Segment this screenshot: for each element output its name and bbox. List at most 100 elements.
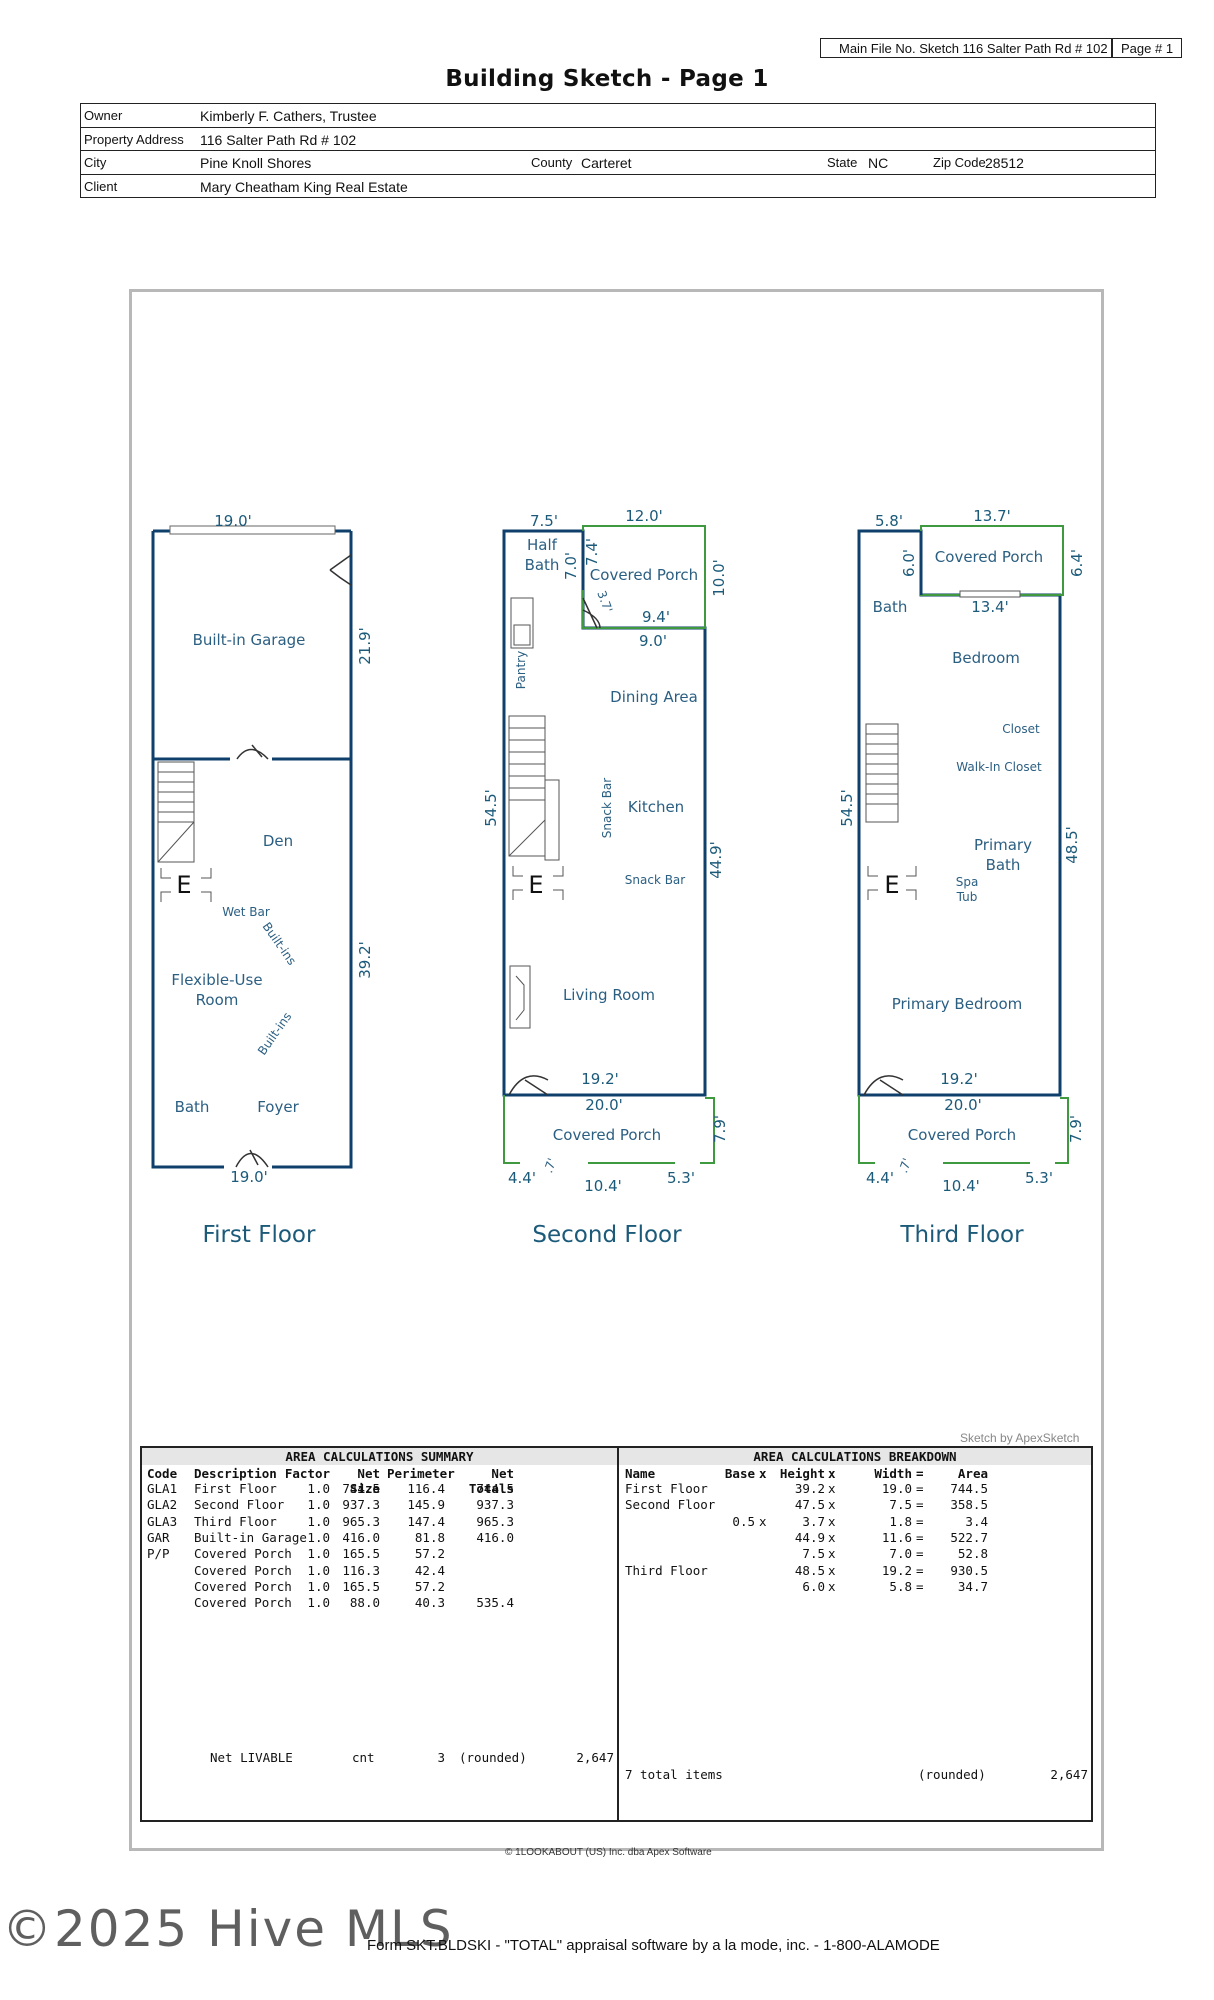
room-primary-bath-line2: Bath: [986, 856, 1021, 874]
third-dim-13-7: 13.7': [973, 507, 1011, 525]
snack-bar-label-1: Snack Bar: [600, 778, 614, 839]
summary-cell: 145.9: [407, 1497, 445, 1513]
second-floor-title: Second Floor: [532, 1222, 682, 1248]
breakdown-cell: Third Floor: [625, 1562, 708, 1578]
summary-cell: P/P: [147, 1546, 170, 1562]
hive-mls-watermark: ©2025 Hive MLS: [2, 1900, 454, 1958]
second-dim-19-2: 19.2': [581, 1070, 619, 1088]
main-file-number: Main File No. Sketch 116 Salter Path Rd …: [820, 38, 1112, 58]
second-dim-5-3: 5.3': [667, 1169, 695, 1187]
third-floor-plan: 5.8' 13.7' 6.0' 6.4' 13.4' 54.5' 48.5' 1…: [838, 507, 1086, 1248]
county-label: County: [531, 155, 573, 170]
third-dim-4-4: 4.4': [866, 1169, 894, 1187]
breakdown-cell: 3.4: [965, 1513, 988, 1529]
elevator-label-2: E: [528, 871, 543, 899]
room-bath-3: Bath: [873, 598, 908, 616]
third-dim-0-7: .7': [896, 1156, 914, 1175]
sketch-by-credit: Sketch by ApexSketch: [960, 1431, 1080, 1445]
room-bedroom: Bedroom: [952, 649, 1020, 667]
third-dim-54-5: 54.5': [838, 789, 856, 827]
owner-row: Owner Kimberly F. Cathers, Trustee: [81, 104, 1155, 128]
summary-cell: 1.0: [307, 1546, 330, 1562]
room-covered-porch-upper-3: Covered Porch: [935, 548, 1043, 566]
breakdown-cell: 44.9: [794, 1529, 825, 1545]
summary-cell: 147.4: [407, 1513, 445, 1529]
net-cnt-label: cnt: [352, 1750, 375, 1765]
summary-cell: Built-in Garage: [194, 1529, 307, 1545]
summary-cell: 965.3: [476, 1513, 514, 1529]
breakdown-cell: 5.8: [889, 1578, 912, 1594]
breakdown-cell: 7.0: [889, 1546, 912, 1562]
breakdown-cell: =: [916, 1562, 924, 1578]
first-dim-top: 19.0': [214, 512, 252, 530]
breakdown-cell: First Floor: [625, 1481, 708, 1496]
summary-cell: 1.0: [307, 1562, 330, 1578]
summary-cell: 744.5: [476, 1481, 514, 1496]
room-covered-porch-upper: Covered Porch: [590, 566, 698, 584]
owner-value: Kimberly F. Cathers, Trustee: [200, 108, 377, 124]
second-dim-12-0: 12.0': [625, 507, 663, 525]
summary-cell: 1.0: [307, 1513, 330, 1529]
summary-cell: 965.3: [342, 1513, 380, 1529]
summary-title: AREA CALCULATIONS SUMMARY: [142, 1448, 617, 1465]
summary-cell: 88.0: [349, 1595, 380, 1611]
breakdown-cell: 39.2: [794, 1481, 825, 1496]
summary-cell: Covered Porch: [194, 1546, 292, 1562]
summary-cell: GLA2: [147, 1497, 178, 1513]
breakdown-title: AREA CALCULATIONS BREAKDOWN: [619, 1448, 1091, 1465]
summary-column-header: Net Totals: [468, 1466, 514, 1496]
summary-cell: 1.0: [307, 1529, 330, 1545]
breakdown-cell: =: [916, 1578, 924, 1594]
closet-label: Closet: [1002, 722, 1040, 736]
breakdown-cell: =: [916, 1481, 924, 1496]
breakdown-cell: 19.0: [881, 1481, 912, 1496]
city-value: Pine Knoll Shores: [200, 155, 312, 171]
breakdown-cell: x: [828, 1529, 836, 1545]
breakdown-cell: x: [828, 1513, 836, 1529]
address-row: Property Address 116 Salter Path Rd # 10…: [81, 128, 1155, 151]
summary-cell: 116.3: [342, 1562, 380, 1578]
property-info-table: Owner Kimberly F. Cathers, Trustee Prope…: [80, 103, 1156, 198]
snack-bar-label-2: Snack Bar: [625, 873, 686, 887]
breakdown-cell: 7.5: [802, 1546, 825, 1562]
apex-copyright: © 1LOOKABOUT (US) Inc. dba Apex Software: [505, 1847, 712, 1858]
room-flexible-use-line2: Room: [196, 991, 239, 1009]
page-title: Building Sketch - Page 1: [445, 66, 769, 92]
third-dim-48-5: 48.5': [1063, 826, 1081, 864]
breakdown-cell: =: [916, 1546, 924, 1562]
breakdown-cell: 11.6: [881, 1529, 912, 1545]
breakdown-cell: 52.8: [957, 1546, 988, 1562]
second-dim-10-0: 10.0': [710, 559, 728, 597]
breakdown-cell: 6.0: [802, 1578, 825, 1594]
first-dim-bottom: 19.0': [230, 1168, 268, 1186]
room-den: Den: [263, 832, 293, 850]
summary-cell: GAR: [147, 1529, 170, 1545]
breakdown-cell: x: [759, 1513, 767, 1529]
second-dim-9-0: 9.0': [639, 632, 667, 650]
owner-label: Owner: [84, 108, 123, 123]
client-label: Client: [84, 178, 118, 194]
net-rounded-label: (rounded): [459, 1750, 527, 1765]
breakdown-cell: x: [828, 1562, 836, 1578]
first-dim-side: 39.2': [356, 941, 374, 979]
zip-label: Zip Code: [933, 155, 986, 170]
breakdown-column-header: x: [828, 1466, 836, 1481]
second-dim-7-9: 7.9': [711, 1115, 729, 1143]
breakdown-cell: x: [828, 1497, 836, 1513]
summary-cell: 937.3: [476, 1497, 514, 1513]
built-ins-label-2: Built-ins: [255, 1010, 294, 1058]
client-row: Client Mary Cheatham King Real Estate: [81, 175, 1155, 198]
breakdown-cell: 1.8: [889, 1513, 912, 1529]
summary-cell: Covered Porch: [194, 1595, 292, 1611]
summary-cell: 1.0: [307, 1578, 330, 1594]
summary-cell: 937.3: [342, 1497, 380, 1513]
room-covered-porch-lower: Covered Porch: [553, 1126, 661, 1144]
summary-cell: 416.0: [342, 1529, 380, 1545]
second-dim-9-4: 9.4': [642, 608, 670, 626]
summary-cell: 744.5: [342, 1481, 380, 1496]
room-primary-bath-line1: Primary: [974, 836, 1032, 854]
summary-cell: 535.4: [476, 1595, 514, 1611]
third-dim-6-4: 6.4': [1068, 549, 1086, 577]
breakdown-cell: =: [916, 1497, 924, 1513]
summary-column-header: Description: [194, 1466, 277, 1481]
